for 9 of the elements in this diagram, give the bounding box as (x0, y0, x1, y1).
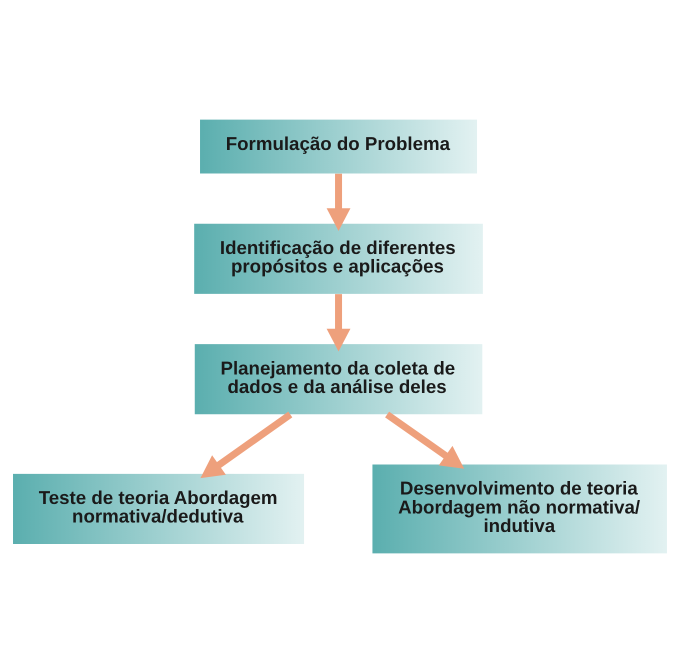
arrow (385, 411, 464, 468)
arrow (326, 173, 350, 230)
node-box: Teste de teoria Abordagem normativa/dedutiva (13, 473, 304, 544)
node-box: Desenvolvimento de teoria Abordagem não normativa/ indutiva (372, 464, 667, 553)
arrow (200, 411, 292, 478)
node-box: Identificação de diferentes propósitos e aplicações (194, 223, 483, 294)
arrow (326, 294, 350, 351)
node-box: Planejamento da coleta de dados e da análise deles (194, 344, 482, 414)
node-box: Formulação do Problema (200, 119, 478, 173)
